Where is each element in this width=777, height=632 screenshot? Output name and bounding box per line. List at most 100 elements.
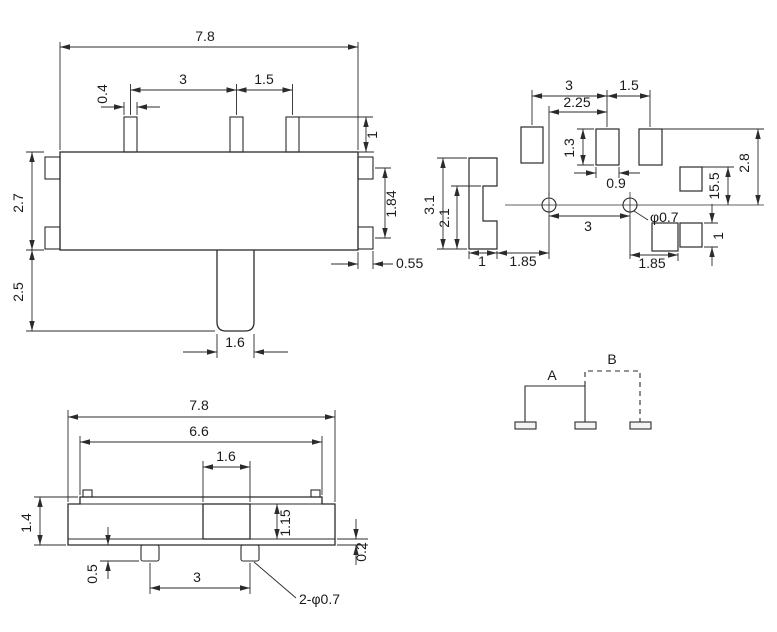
dim-sv-post-height: 0.5 [84,527,139,584]
dim-fp-pad-width: 0.9 [574,167,640,191]
top-view: 7.8 0.4 3 1.5 1 2.7 [10,28,423,358]
dim-label: 6.6 [189,423,209,439]
side-body-outline [67,496,336,546]
locating-post-right [240,544,260,562]
left-top-tab [44,156,61,180]
pad-right-bottom [679,222,703,248]
dim-label: 3.1 [421,195,437,215]
dim-sv-cover-width: 6.6 [79,423,323,495]
dim-tab-span: 1.84 [375,167,399,239]
dim-fp-right-gap: 1.85 [629,218,679,271]
dim-sv-total-width: 7.8 [67,397,336,502]
dim-label: 15.5 [706,172,722,199]
schematic-terminal-1 [514,421,537,430]
dim-label: 7.8 [189,397,209,413]
right-bottom-tab [357,226,374,250]
terminal-pin-2 [229,116,244,153]
dim-label: 2.5 [10,282,26,302]
actuator-stem [216,250,255,332]
pad-bottom-middle [651,222,679,252]
dim-label: 1.4 [18,513,34,533]
dim-tab-offset: 0.55 [331,251,423,271]
dim-label: 1.6 [216,448,236,464]
dim-pin-width: 0.4 [94,84,160,115]
dim-fp-right-pad-height: 1 [704,204,726,266]
switch-body-outline [59,151,359,251]
dim-sv-step: 0.2 [337,519,369,565]
dim-fp-left-outer: 3.1 [421,157,467,250]
pad-top-left [520,126,544,164]
dim-label: 1.5 [254,71,274,87]
dim-stem-width: 1.6 [183,334,288,358]
dim-label: 1.5 [619,77,639,93]
schematic-terminal-2 [574,421,597,430]
dim-sv-height: 1.4 [18,496,78,546]
dim-fp-pad-length: 1.3 [561,128,594,166]
dim-label: 1 [478,253,486,269]
left-bottom-tab [44,226,61,250]
dim-body-depth: 2.7 [10,151,44,251]
dim-label: 2.25 [563,94,590,110]
dim-label: 1 [364,131,380,139]
side-view: 7.8 6.6 1.6 1.4 1.15 0.2 [18,397,369,607]
dim-label: 1.85 [638,255,665,271]
locating-hole-a [541,197,557,213]
position-a-label: A [547,367,557,383]
dim-fp-right-inner: 15.5 [702,166,734,205]
position-b-link [584,370,641,422]
dim-label: 0.5 [84,564,100,584]
dim-fp-pitch-b: 1.5 [607,77,651,127]
dim-label: 3 [193,569,201,585]
dim-label: 1 [710,232,726,240]
terminal-pin-3 [285,116,300,153]
dim-label: 1.85 [509,253,536,269]
dim-sv-post-pitch: 3 [149,563,251,594]
right-ear-tab [310,489,321,498]
callout-hole-dia: φ0.7 [633,209,679,225]
dim-label: 1.6 [225,334,245,350]
dim-fp-left-gap: 1.85 [497,250,549,269]
dim-pitch-a: 3 [130,71,237,115]
dim-pitch-b: 1.5 [236,71,293,115]
dim-label: 0.4 [94,84,110,104]
dim-label: 1.15 [277,509,293,536]
dim-label: φ0.7 [650,209,679,225]
pad-top-right [638,128,663,166]
schematic-view: A B [514,351,652,430]
dim-pin-height: 1 [299,116,380,153]
dim-total-width: 7.8 [59,28,359,150]
dim-sv-knob-height: 1.15 [252,503,293,540]
locating-post-left [140,544,160,562]
right-top-tab [357,156,374,180]
dim-label: 2.7 [10,193,26,213]
dim-label: 0.55 [396,255,423,271]
dim-label: 3 [565,77,573,93]
footprint-view: 3 1.5 2.25 1.3 0.9 2.8 [421,77,764,271]
dim-label: 0.2 [353,542,369,562]
dim-stem-length: 2.5 [10,250,215,332]
actuator-knob [202,503,251,540]
dim-fp-hole-pitch: 3 [549,213,630,234]
dim-label: 0.9 [606,175,626,191]
dim-fp-left-inner: 2.1 [436,185,481,249]
dim-label: 2.1 [436,208,452,228]
dim-fp-offset: 2.25 [548,94,607,196]
pad-right-middle [679,166,703,192]
dim-sv-knob-width: 1.6 [202,448,251,502]
callout-posts: 2-φ0.7 [253,561,340,607]
left-ear-tab [82,489,93,498]
dim-label: 7.8 [195,28,215,44]
schematic-terminal-3 [629,421,652,430]
terminal-pin-1 [123,116,138,153]
locating-hole-b [622,197,638,213]
pad-left-bracket [468,157,498,250]
dim-label: 2.8 [736,153,752,173]
dim-label: 3 [179,71,187,87]
dim-label: 1.3 [561,138,577,158]
position-b-label: B [607,351,616,367]
position-a-link [524,385,586,422]
dim-fp-right-outer: 2.8 [662,128,764,205]
pad-top-middle [595,128,620,166]
